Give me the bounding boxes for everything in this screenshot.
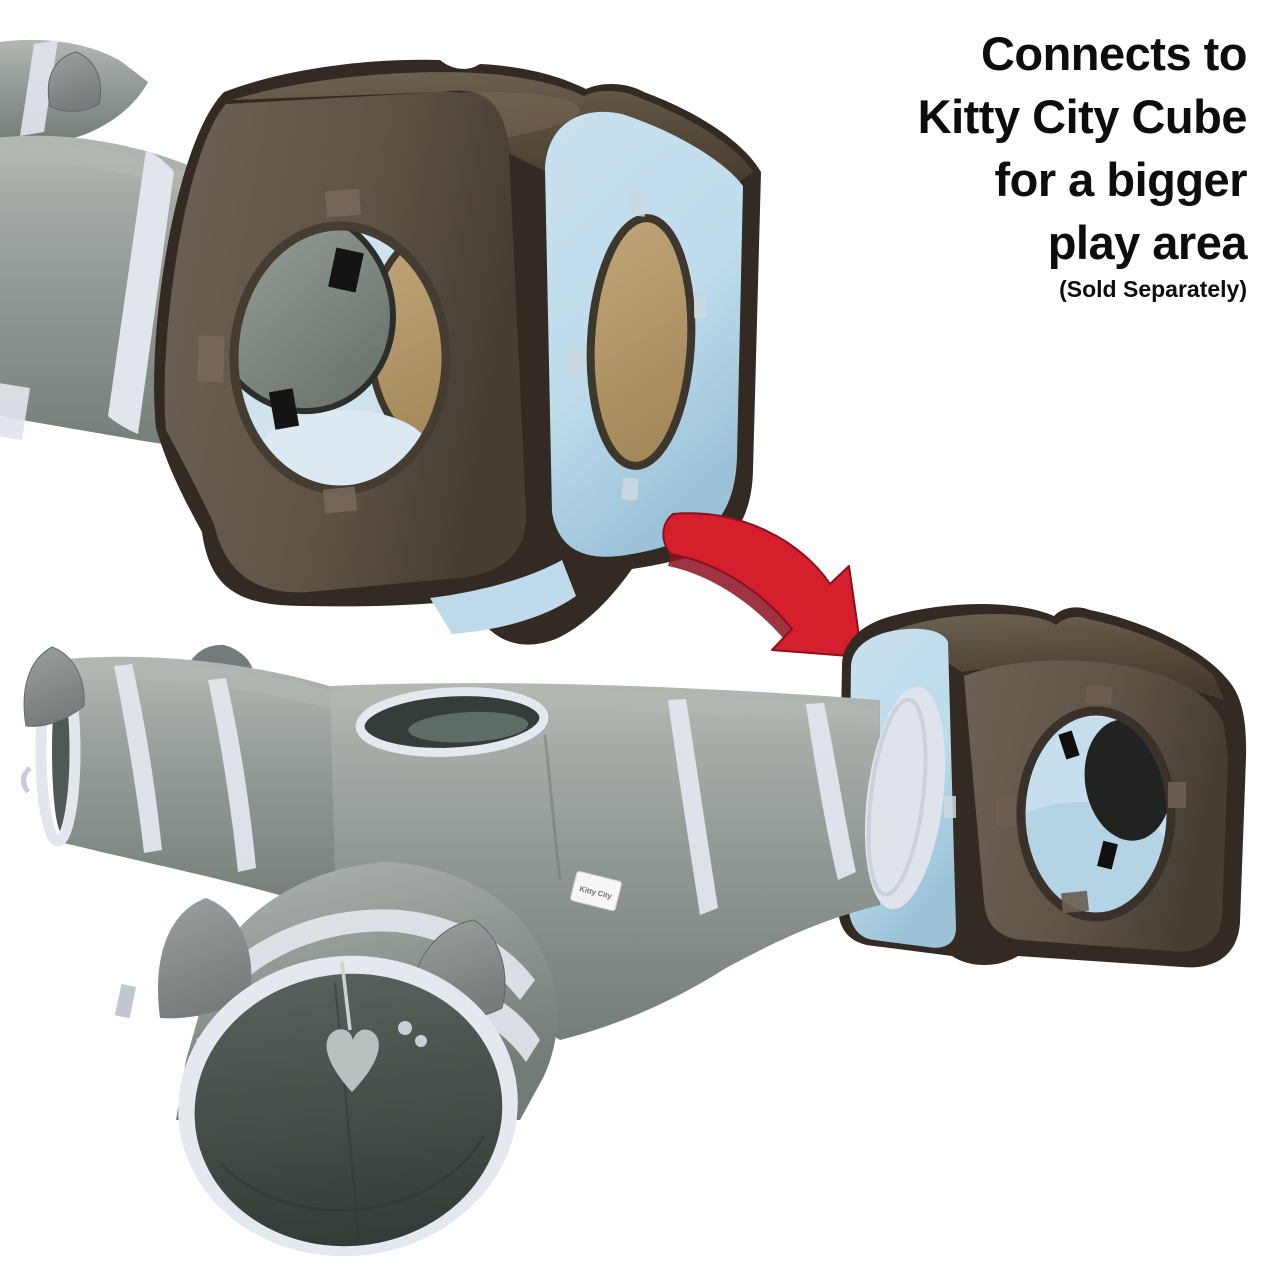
black-velcro-tab: [1058, 730, 1080, 760]
tunnel-edge-stripe: [0, 383, 30, 440]
three-way-tunnel: Kitty City: [21, 644, 946, 1257]
velcro-tab: [621, 477, 639, 501]
velcro-patch: [996, 798, 1016, 826]
tunnel-cube-closeup-scene: [0, 39, 761, 645]
hub-crease: [543, 734, 562, 881]
black-velcro-tab: [268, 388, 300, 430]
velcro-tab: [568, 350, 582, 376]
headline-line-1: Connects to: [980, 27, 1248, 80]
cube-front-hole-interior: [1021, 711, 1171, 917]
toy-string: [340, 961, 352, 1031]
tunnel-arm-upper-left: [0, 39, 148, 142]
headline-line-4: play area: [1047, 216, 1248, 269]
velcro-patch: [1085, 685, 1113, 705]
interior-seam: [334, 982, 361, 1240]
felt-cat-ear-icon: [23, 646, 85, 727]
ring-stripe: [668, 699, 718, 915]
red-curved-arrow-icon: [662, 512, 863, 658]
arrow-shadow-edge: [668, 554, 792, 638]
sold-separately-note: (Sold Separately): [1059, 276, 1247, 302]
felt-cat-ear-icon: [47, 51, 102, 112]
ring-stripe: [208, 678, 256, 872]
tunnel-stub-stripe: [20, 40, 58, 136]
velcro-patch: [322, 486, 358, 514]
velcro-tab: [944, 796, 956, 818]
black-velcro-tab: [1097, 840, 1118, 870]
tunnel-left-arm: [21, 646, 336, 912]
peek-hole-inner-wall: [408, 711, 529, 743]
tunnel-peek-hole: [355, 687, 549, 757]
arrow-body: [662, 512, 863, 658]
velcro-patch: [325, 188, 361, 218]
drawstring-toggle: [415, 1035, 427, 1047]
cube-floor-sliver: [430, 560, 576, 634]
kitty-city-cube-closeup: [154, 59, 761, 645]
drawstring-toggle: [398, 1021, 412, 1035]
tag-fabric: [570, 871, 622, 911]
ring-stripe: [114, 664, 162, 853]
side-porthole-tan-panel: [586, 214, 696, 470]
velcro-patch: [1061, 890, 1089, 914]
felt-cat-ear-icon: [157, 898, 252, 1019]
velcro-tab: [628, 191, 648, 217]
tunnel-collar-ring: [108, 150, 174, 434]
assembled-tunnel-and-cube-scene: Kitty City: [21, 604, 1247, 1257]
cube-top-face: [858, 614, 1224, 700]
black-velcro-tab: [328, 247, 364, 293]
headline-line-3: for a bigger: [994, 153, 1247, 206]
velcro-tab: [694, 296, 706, 318]
collar-inner-shade: [866, 697, 928, 897]
kitty-city-brand-tag: Kitty City: [570, 871, 622, 911]
cube-connection-collar: [864, 686, 946, 910]
ring-stripe: [806, 703, 856, 880]
fabric-loop-tab: [114, 983, 137, 1019]
fabric-loop-tab: [21, 766, 32, 794]
headline: Connects to Kitty City Cube for a bigger…: [917, 22, 1248, 303]
tunnel-top-highlight: [0, 143, 230, 212]
tunnel-front-arm: [114, 862, 558, 1257]
headline-line-2: Kitty City Cube: [917, 90, 1248, 143]
heart-toy-icon: [326, 1029, 379, 1092]
velcro-patch: [1168, 782, 1186, 808]
interior-crease: [219, 1135, 486, 1212]
cube-front-hole-rim: [1016, 706, 1176, 922]
velcro-patch: [197, 335, 225, 383]
